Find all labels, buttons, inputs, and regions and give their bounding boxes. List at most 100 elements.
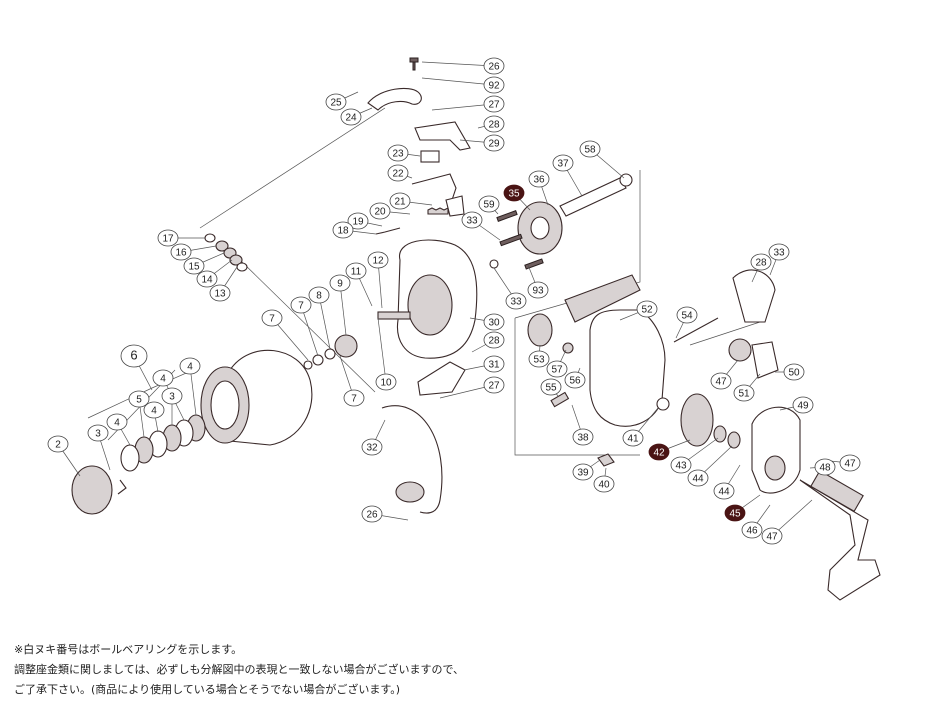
callout-42: 42	[648, 443, 670, 461]
callout-bubble	[143, 401, 165, 419]
callout-bubble	[361, 505, 383, 523]
callout-number: 53	[533, 355, 545, 366]
washer-93-part	[489, 259, 499, 269]
callout-bubble	[128, 390, 150, 408]
callout-bubble	[387, 144, 409, 162]
callout-26: 26	[361, 505, 383, 523]
callout-bubble	[261, 309, 283, 327]
callout-bubble	[483, 376, 505, 394]
callout-17: 17	[157, 229, 179, 247]
callout-number: 26	[488, 62, 500, 73]
callout-3: 3	[161, 387, 183, 405]
callout-number: 20	[374, 207, 386, 218]
callout-23: 23	[387, 144, 409, 162]
leader-line-10	[377, 317, 387, 383]
callout-26: 26	[483, 57, 505, 75]
callout-number: 28	[488, 120, 500, 131]
pinion-shaft-part	[377, 311, 411, 320]
callout-number: 16	[175, 248, 187, 259]
callout-46: 46	[741, 521, 763, 539]
callout-bubble	[347, 212, 369, 230]
callout-bubble	[761, 527, 783, 545]
gear-51-part	[728, 338, 752, 362]
callout-bubble	[179, 357, 201, 375]
callout-bubble	[713, 482, 735, 500]
note-washer-disclaimer-cont: ご了承下さい。(商品により使用している場合とそうでない場合がございます。)	[14, 683, 401, 696]
callout-11: 11	[345, 262, 367, 280]
callout-number: 37	[557, 159, 569, 170]
side-cover-part	[751, 406, 801, 494]
callout-number: 47	[766, 532, 778, 543]
bail-wire-long-part	[381, 405, 443, 514]
callout-bubble	[839, 454, 861, 472]
callout-number: 44	[692, 474, 704, 485]
callout-number: 35	[508, 189, 520, 200]
callout-40: 40	[593, 475, 615, 493]
callout-bubble	[308, 286, 330, 304]
gear-9-part	[334, 334, 358, 358]
rod-53-part	[673, 317, 719, 343]
callout-47: 47	[761, 527, 783, 545]
callout-number: 4	[187, 362, 193, 373]
callout-number: 18	[337, 226, 349, 237]
callout-56: 56	[564, 371, 586, 389]
callout-bubble	[540, 378, 562, 396]
callout-50: 50	[783, 363, 805, 381]
callout-bubble	[750, 253, 772, 271]
callout-bubble	[733, 384, 755, 402]
callout-13: 13	[209, 284, 231, 302]
callout-bubble	[636, 300, 658, 318]
callout-4: 4	[179, 357, 201, 375]
callout-number: 3	[169, 392, 175, 403]
callout-27: 27	[483, 95, 505, 113]
callout-52: 52	[636, 300, 658, 318]
handle-knob-part	[810, 469, 864, 513]
callout-41: 41	[622, 429, 644, 447]
callout-39: 39	[572, 463, 594, 481]
callout-bubble	[724, 504, 746, 522]
callout-bubble	[387, 164, 409, 182]
callout-54: 54	[676, 306, 698, 324]
callout-28: 28	[483, 115, 505, 133]
callout-22: 22	[387, 164, 409, 182]
callout-28: 28	[483, 331, 505, 349]
callout-bubble	[332, 221, 354, 239]
callout-55: 55	[540, 378, 562, 396]
callout-number: 43	[675, 461, 687, 472]
callout-number: 3	[95, 429, 101, 440]
callout-number: 11	[351, 267, 362, 278]
callout-30: 30	[483, 313, 505, 331]
callout-number: 12	[372, 256, 384, 267]
callout-32: 32	[361, 438, 383, 456]
callout-number: 24	[345, 113, 357, 124]
callout-5: 5	[128, 390, 150, 408]
bushing-44a-part	[713, 425, 727, 443]
note-washer-disclaimer: 調整座金類に関しましては、必ずしも分解図中の表現と一致しない場合がございますので…	[14, 663, 465, 676]
callout-15: 15	[183, 257, 205, 275]
callout-bubble	[325, 93, 347, 111]
part-56	[562, 342, 574, 354]
callout-number: 30	[488, 318, 500, 329]
callout-bubble	[483, 76, 505, 94]
callout-number: 10	[380, 378, 392, 389]
callout-bubble	[483, 355, 505, 373]
callout-number: 51	[738, 389, 750, 400]
callout-8: 8	[308, 286, 330, 304]
callout-number: 28	[488, 336, 500, 347]
main-shaft-part	[559, 177, 627, 217]
leader-line-26	[421, 61, 495, 67]
leader-line-7	[271, 317, 309, 361]
callout-bubble	[503, 184, 525, 202]
callout-7: 7	[290, 296, 312, 314]
callout-number: 4	[114, 418, 120, 429]
callout-10: 10	[375, 373, 397, 391]
callout-47: 47	[839, 454, 861, 472]
line-roller-part	[395, 481, 425, 503]
callout-92: 92	[483, 76, 505, 94]
callout-bubble	[483, 134, 505, 152]
callout-number: 2	[55, 440, 61, 451]
callout-number: 57	[551, 365, 563, 376]
washer-8-part	[324, 348, 336, 360]
callout-bubble	[369, 202, 391, 220]
callout-4: 4	[106, 413, 128, 431]
